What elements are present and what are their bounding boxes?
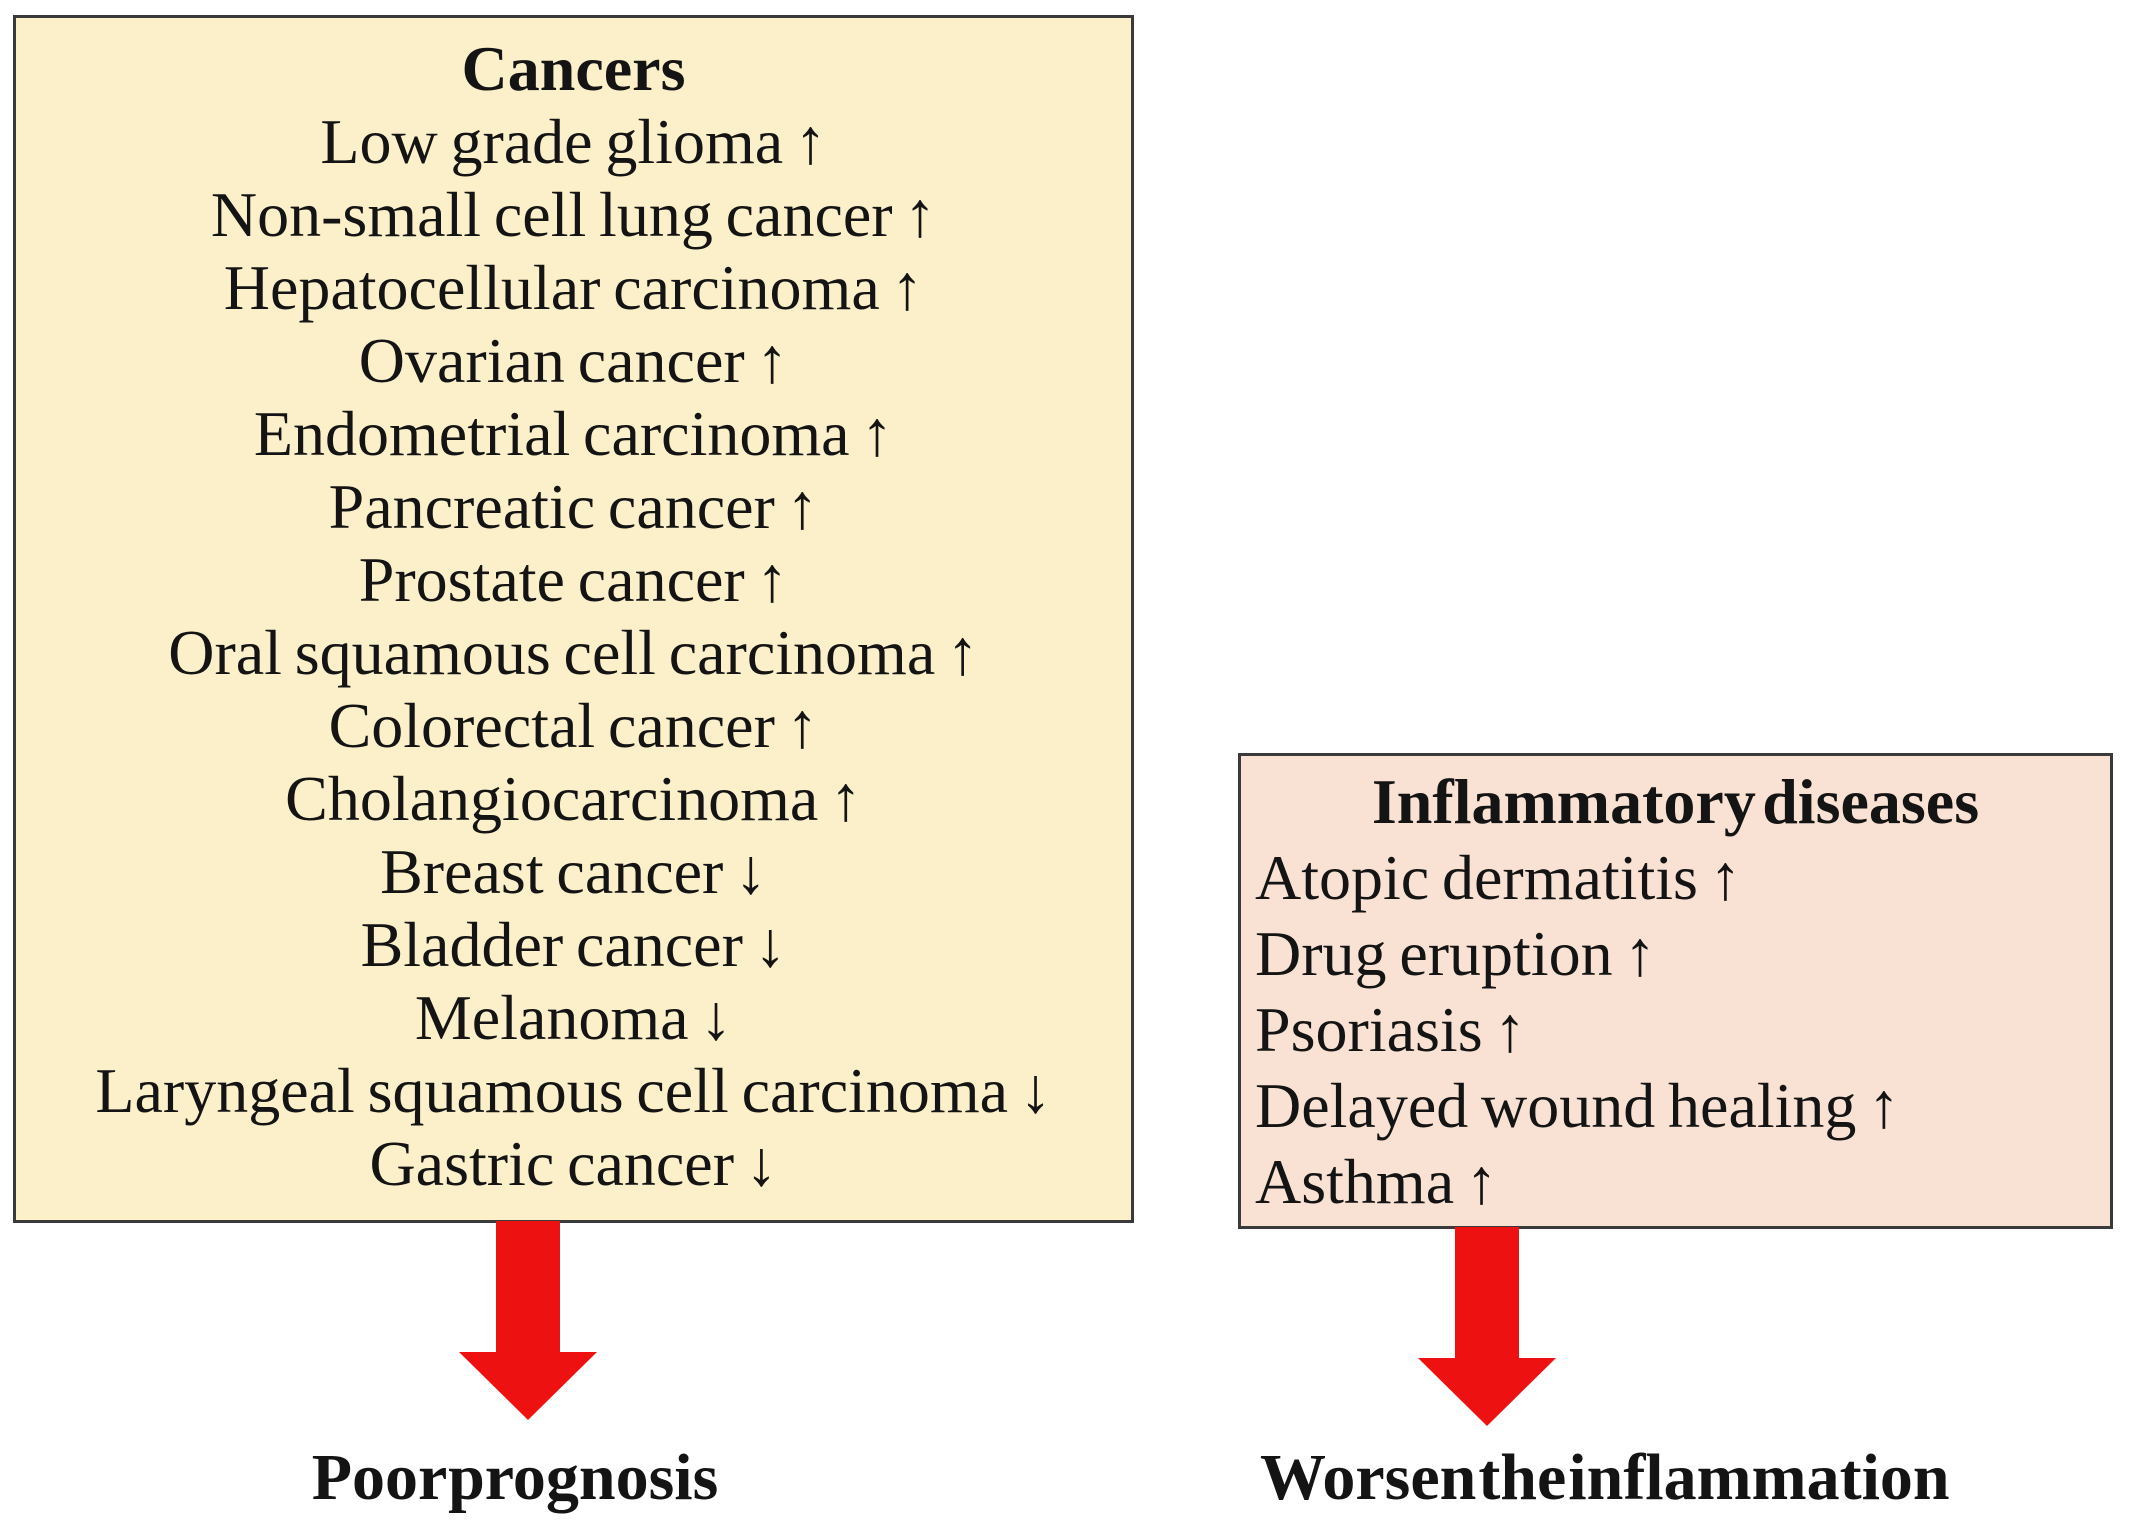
cancers-box-title: Cancers [461,33,686,104]
cancer-item: Breast cancer↓ [16,835,1131,908]
trend-down-icon: ↓ [700,982,733,1053]
cancer-item-label: Breast cancer [380,836,724,907]
cancer-item-label: Bladder cancer [360,909,743,980]
cancer-item: Oral squamous cell carcinoma↑ [16,616,1131,689]
cancer-item: Bladder cancer↓ [16,908,1131,981]
trend-up-icon: ↑ [1465,1146,1498,1217]
inflammatory-item-label: Asthma [1255,1146,1455,1217]
inflammatory-item-label: Psoriasis [1255,994,1483,1065]
cancer-item: Pancreatic cancer↑ [16,470,1131,543]
trend-up-icon: ↑ [1709,842,1742,913]
inflammatory-diseases-box: Inflammatory diseases Atopic dermatitis↑… [1238,753,2113,1229]
trend-down-icon: ↓ [754,909,787,980]
trend-up-icon: ↑ [1624,918,1657,989]
cancer-item: Colorectal cancer↑ [16,689,1131,762]
cancer-item-label: Ovarian cancer [358,325,745,396]
inflammatory-item: Drug eruption↑ [1241,916,2110,992]
inflammatory-item: Asthma↑ [1241,1144,2110,1220]
trend-up-icon: ↑ [946,617,979,688]
trend-up-icon: ↑ [756,544,789,615]
cancer-item-label: Melanoma [414,982,689,1053]
poor-prognosis-label: Poor prognosis [311,1441,719,1514]
trend-up-icon: ↑ [861,398,894,469]
trend-down-icon: ↓ [734,836,767,907]
inflammatory-item: Psoriasis↑ [1241,992,2110,1068]
cancer-item-label: Gastric cancer [369,1128,735,1199]
trend-up-icon: ↑ [794,106,827,177]
arrow-head [1418,1358,1556,1426]
cancer-item-label: Cholangiocarcinoma [285,763,819,834]
cancer-item-label: Oral squamous cell carcinoma [168,617,936,688]
cancer-item-label: Colorectal cancer [328,690,775,761]
cancer-item: Gastric cancer↓ [16,1127,1131,1200]
cancer-item: Laryngeal squamous cell carcinoma↓ [16,1054,1131,1127]
worsen-inflammation-label: Worsen the inflammation [1260,1441,1950,1514]
inflammatory-box-title: Inflammatory diseases [1371,766,1980,837]
trend-down-icon: ↓ [745,1128,778,1199]
arrow-shaft [496,1221,560,1352]
cancer-item: Non-small cell lung cancer↑ [16,178,1131,251]
trend-up-icon: ↑ [786,471,819,542]
inflammatory-item-label: Atopic dermatitis [1255,842,1698,913]
cancer-item: Cholangiocarcinoma↑ [16,762,1131,835]
cancer-item-label: Low grade glioma [320,106,784,177]
cancer-item-label: Endometrial carcinoma [253,398,850,469]
cancer-item: Prostate cancer↑ [16,543,1131,616]
inflammatory-item-label: Delayed wound healing [1255,1070,1857,1141]
cancers-box: Cancers Low grade glioma↑ Non-small cell… [13,15,1134,1223]
arrow-head [459,1352,597,1420]
cancer-item-label: Prostate cancer [358,544,745,615]
cancer-item-label: Laryngeal squamous cell carcinoma [95,1055,1009,1126]
arrow-shaft [1455,1227,1519,1358]
trend-up-icon: ↑ [1494,994,1527,1065]
cancer-item-label: Hepatocellular carcinoma [223,252,880,323]
trend-down-icon: ↓ [1019,1055,1052,1126]
inflammatory-item: Atopic dermatitis↑ [1241,840,2110,916]
cancer-item-label: Non-small cell lung cancer [210,179,893,250]
trend-up-icon: ↑ [829,763,862,834]
cancer-item-label: Pancreatic cancer [328,471,775,542]
cancer-item: Low grade glioma↑ [16,105,1131,178]
cancer-item: Endometrial carcinoma↑ [16,397,1131,470]
trend-up-icon: ↑ [786,690,819,761]
trend-up-icon: ↑ [1867,1070,1900,1141]
cancer-item: Ovarian cancer↑ [16,324,1131,397]
trend-up-icon: ↑ [891,252,924,323]
trend-up-icon: ↑ [904,179,937,250]
trend-up-icon: ↑ [756,325,789,396]
inflammatory-item: Delayed wound healing↑ [1241,1068,2110,1144]
cancer-item: Hepatocellular carcinoma↑ [16,251,1131,324]
cancer-item: Melanoma↓ [16,981,1131,1054]
inflammatory-item-label: Drug eruption [1255,918,1613,989]
